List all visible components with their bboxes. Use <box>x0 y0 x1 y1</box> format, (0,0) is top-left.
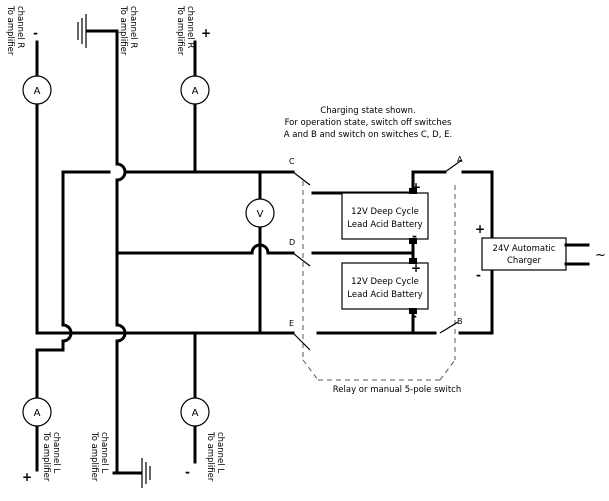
amp-label-top-right: To amplifier channel R <box>175 5 195 56</box>
svg-text:channel R: channel R <box>15 6 25 48</box>
wire-bottom-left-upper <box>35 348 65 400</box>
voltmeter: V <box>245 198 275 228</box>
switch-c-label: C <box>289 157 295 166</box>
charging-note: Charging state shown. For operation stat… <box>284 106 452 140</box>
relay-label: Relay or manual 5-pole switch <box>333 385 462 395</box>
svg-text:24V Automatic: 24V Automatic <box>493 244 556 254</box>
svg-text:Charging state shown.: Charging state shown. <box>320 106 415 116</box>
battery-top: + - 12V Deep Cycle Lead Acid Battery <box>341 170 429 244</box>
ammeter-bottom-right: A <box>180 397 210 427</box>
switch-d[interactable] <box>292 251 415 267</box>
switch-b[interactable] <box>439 321 494 335</box>
polarity-bottom-right: - <box>185 465 190 479</box>
battery-bottom-plus: + <box>411 261 421 275</box>
battery-top-minus: - <box>412 229 417 243</box>
svg-text:To amplifier: To amplifier <box>118 5 128 56</box>
ammeter-bottom-left: A <box>22 397 52 427</box>
switch-d-label: D <box>289 238 295 247</box>
svg-text:For operation state, switch of: For operation state, switch off switches <box>285 118 452 128</box>
switch-c[interactable] <box>292 171 415 195</box>
switch-e-label: E <box>289 319 294 328</box>
svg-text:channel L: channel L <box>215 432 225 473</box>
amp-label-bottom-left: To amplifier channel L <box>41 431 61 482</box>
svg-text:channel L: channel L <box>99 432 109 473</box>
svg-text:12V Deep Cycle: 12V Deep Cycle <box>351 277 419 287</box>
amp-label-bottom-right: To amplifier channel L <box>205 431 225 482</box>
svg-text:channel R: channel R <box>185 6 195 48</box>
voltmeter-label: V <box>257 209 264 220</box>
polarity-bottom-left: + <box>22 470 32 484</box>
charger-minus: - <box>476 268 481 282</box>
ammeter-top-right: A <box>180 75 210 105</box>
svg-text:Lead Acid Battery: Lead Acid Battery <box>347 290 422 300</box>
svg-text:channel R: channel R <box>128 6 138 48</box>
ammeter-label: A <box>192 408 199 419</box>
ammeter-top-left: A <box>22 75 52 105</box>
svg-text:Charger: Charger <box>507 256 542 266</box>
switch-e[interactable] <box>292 331 437 351</box>
amp-label-top-left: To amplifier channel R <box>5 5 25 56</box>
battery-bottom: + - 12V Deep Cycle Lead Acid Battery <box>341 258 429 323</box>
amp-label-bottom-middle: To amplifier channel L <box>89 431 109 482</box>
charger-plus: + <box>475 222 485 236</box>
charger-box: 24V Automatic Charger <box>481 237 567 271</box>
switch-b-label: B <box>457 317 463 326</box>
amp-label-top-middle: To amplifier channel R <box>118 5 138 56</box>
ac-symbol: ~ <box>595 248 606 263</box>
switch-a-label: A <box>457 155 463 164</box>
polarity-top-right: + <box>201 26 211 40</box>
svg-text:A and B and switch on switches: A and B and switch on switches C, D, E. <box>284 130 452 140</box>
relay-enclosure <box>302 181 456 381</box>
svg-text:channel L: channel L <box>51 432 61 473</box>
ammeter-label: A <box>34 408 41 419</box>
ammeter-label: A <box>192 86 199 97</box>
battery-top-plus: + <box>411 180 421 194</box>
svg-text:Lead Acid Battery: Lead Acid Battery <box>347 220 422 230</box>
ground-bottom-icon <box>112 458 151 488</box>
svg-text:To amplifier: To amplifier <box>205 431 215 482</box>
svg-text:To amplifier: To amplifier <box>89 431 99 482</box>
svg-text:12V Deep Cycle: 12V Deep Cycle <box>351 207 419 217</box>
polarity-top-left: - <box>33 26 38 40</box>
ground-top-icon <box>77 14 119 48</box>
svg-text:To amplifier: To amplifier <box>41 431 51 482</box>
svg-text:To amplifier: To amplifier <box>5 5 15 56</box>
ammeter-label: A <box>34 86 41 97</box>
switch-a[interactable] <box>444 159 494 174</box>
svg-text:To amplifier: To amplifier <box>175 5 185 56</box>
